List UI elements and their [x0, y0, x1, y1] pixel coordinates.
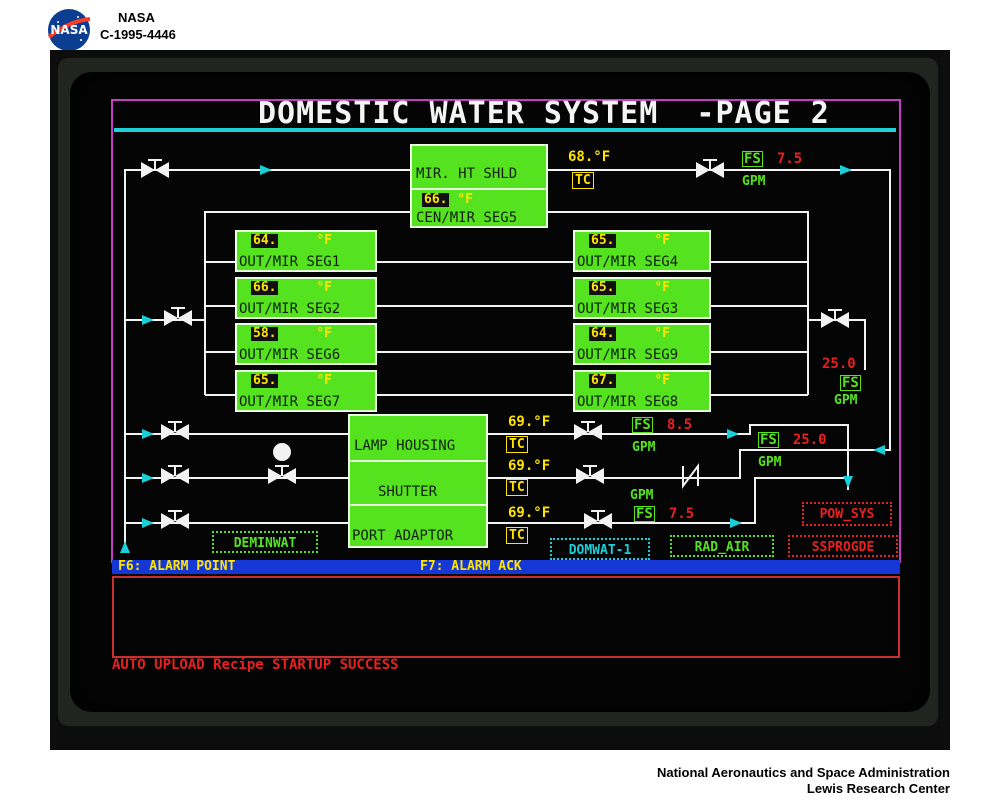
org-line-1: National Aeronautics and Space Administr…: [656, 765, 950, 780]
mir-heat-shield-box: MIR. HT SHLD 66. °F CEN/MIR SEG5: [410, 144, 548, 228]
top-gpm-unit: GPM: [742, 174, 766, 189]
segment-temp: 58. °F: [251, 326, 332, 341]
segment-box-seg3: 65. °F OUT/MIR SEG3: [573, 277, 711, 319]
function-key-bar: [112, 560, 900, 574]
top-tc-tag: TC: [572, 172, 594, 189]
segment-box-seg2: 66. °F OUT/MIR SEG2: [235, 277, 377, 319]
mid-gpm-unit: GPM: [758, 455, 782, 470]
right-flow-value: 25.0: [822, 356, 856, 372]
nav-button-domwat[interactable]: DOMWAT-1: [550, 538, 650, 560]
segment-temp: 66. °F: [251, 280, 332, 295]
status-message: AUTO UPLOAD Recipe STARTUP SUCCESS: [112, 657, 399, 673]
segment-temp: 65. °F: [251, 373, 332, 388]
segment-box-seg9: 64. °F OUT/MIR SEG9: [573, 323, 711, 365]
segment-temp: 67. °F: [589, 373, 670, 388]
svg-text:NASA: NASA: [50, 23, 88, 37]
nav-button-ssprogde[interactable]: SSPROGDE: [788, 535, 898, 557]
segment-label: OUT/MIR SEG7: [239, 394, 341, 410]
segment-box-seg8: 67. °F OUT/MIR SEG8: [573, 370, 711, 412]
lamp-gpm-unit: GPM: [632, 440, 656, 455]
box-divider: [412, 188, 546, 190]
segment-label: OUT/MIR SEG6: [239, 347, 341, 363]
nav-button-rad-air[interactable]: RAD_AIR: [670, 535, 774, 557]
top-temp-readout: 68.°F: [568, 149, 611, 165]
screen-title: DOMESTIC WATER SYSTEM -PAGE 2: [258, 96, 830, 131]
f7-alarm-ack[interactable]: F7: ALARM ACK: [420, 559, 522, 574]
f6-alarm-point[interactable]: F6: ALARM POINT: [118, 559, 236, 574]
right-gpm-unit: GPM: [834, 393, 858, 408]
segment-label: OUT/MIR SEG9: [577, 347, 679, 363]
segment-temp: 65. °F: [589, 280, 670, 295]
segment-temp: 64. °F: [589, 326, 670, 341]
mir-heat-shield-label: MIR. HT SHLD: [416, 166, 518, 182]
segment-label: OUT/MIR SEG3: [577, 301, 679, 317]
segment-temp: 64. °F: [251, 233, 332, 248]
segment-box-seg6: 58. °F OUT/MIR SEG6: [235, 323, 377, 365]
message-area: [112, 576, 900, 658]
lamp-tc-tag: TC: [506, 436, 528, 453]
lamp-temp-readout: 69.°F: [508, 414, 551, 430]
segment-label: OUT/MIR SEG1: [239, 254, 341, 270]
seg5-temp: 66. °F: [422, 192, 473, 207]
cen-mir-seg5-label: CEN/MIR SEG5: [416, 210, 518, 226]
segment-box-seg7: 65. °F OUT/MIR SEG7: [235, 370, 377, 412]
agency-label: NASA: [118, 10, 155, 25]
shutter-tc-tag: TC: [506, 479, 528, 496]
right-fs-tag: FS: [840, 375, 861, 391]
port-tc-tag: TC: [506, 527, 528, 544]
segment-temp: 65. °F: [589, 233, 670, 248]
shutter-label: SHUTTER: [378, 484, 438, 500]
port-temp-readout: 69.°F: [508, 505, 551, 521]
photo-id: C-1995-4446: [100, 27, 176, 42]
lamp-housing-label: LAMP HOUSING: [354, 438, 456, 454]
nav-button-deminwat[interactable]: DEMINWAT: [212, 531, 318, 553]
segment-label: OUT/MIR SEG4: [577, 254, 679, 270]
shutter-box: SHUTTER: [348, 460, 488, 506]
nasa-logo: NASA: [46, 7, 92, 53]
segment-label: OUT/MIR SEG2: [239, 301, 341, 317]
org-line-2: Lewis Research Center: [806, 781, 950, 796]
shutter-temp-readout: 69.°F: [508, 458, 551, 474]
port-gpm-unit: GPM: [630, 488, 654, 503]
port-adaptor-label: PORT ADAPTOR: [352, 528, 454, 544]
nav-button-pow-sys[interactable]: POW_SYS: [802, 502, 892, 526]
segment-box-seg4: 65. °F OUT/MIR SEG4: [573, 230, 711, 272]
segment-label: OUT/MIR SEG8: [577, 394, 679, 410]
lamp-housing-box: LAMP HOUSING: [348, 414, 488, 462]
port-adaptor-box: PORT ADAPTOR: [348, 504, 488, 548]
segment-box-seg1: 64. °F OUT/MIR SEG1: [235, 230, 377, 272]
